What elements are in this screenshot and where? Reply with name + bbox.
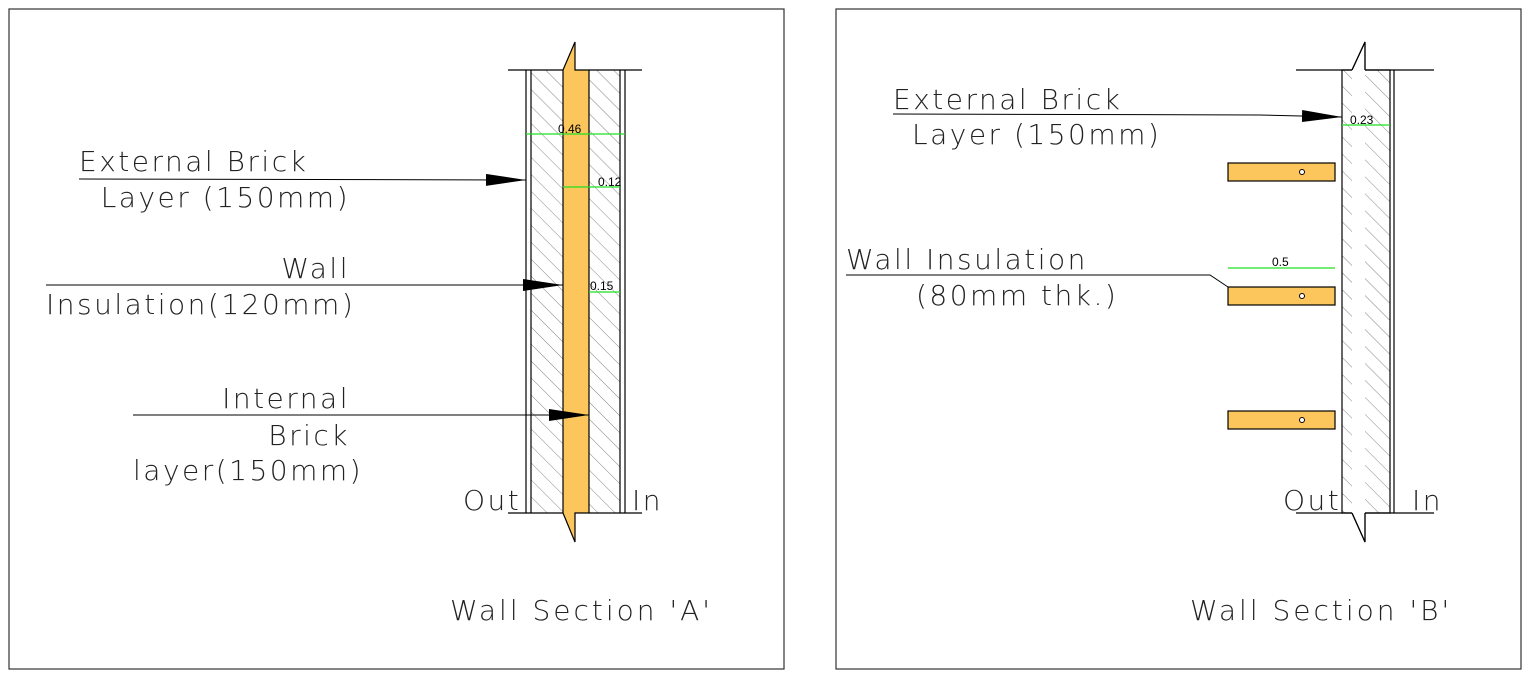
external-brick-layer-b: [1342, 70, 1390, 513]
label-external-brick-a-line1: External Brick: [79, 145, 308, 178]
label-insulation-b-line1: Wall Insulation: [846, 243, 1088, 276]
dimension-insulation-a: 0.12: [598, 175, 622, 189]
label-internal-brick-a-line1: Internal: [222, 382, 350, 415]
dimension-total-a: 0.46: [558, 122, 582, 136]
title-section-b: Wall Section 'B': [1190, 594, 1452, 627]
label-out-b: Out: [1283, 484, 1341, 517]
panel-a-frame: [8, 8, 785, 670]
insulation-layer-a: [562, 41, 590, 543]
label-in-a: In: [632, 484, 663, 517]
insulation-board-middle: [1227, 286, 1336, 306]
label-insulation-a-line2: Insulation(120mm): [46, 288, 355, 321]
panel-section-b: 0.23 0.5 External Brick Layer (150mm) Wa…: [835, 8, 1522, 670]
label-external-brick-b-line2: Layer (150mm): [912, 118, 1161, 151]
label-external-brick-a-line2: Layer (150mm): [101, 181, 350, 214]
dimension-wall-b: 0.23: [1350, 113, 1374, 127]
leader-external-brick-b: [892, 110, 1343, 123]
external-brick-layer-a: [531, 70, 563, 513]
dimension-internal-a: 0.15: [590, 279, 614, 293]
label-out-a: Out: [463, 484, 521, 517]
label-internal-brick-a-line2: Brick: [268, 419, 350, 452]
label-insulation-b-line2: (80mm thk.): [916, 279, 1118, 312]
title-section-a: Wall Section 'A': [450, 594, 713, 627]
leader-external-brick-a: [78, 173, 527, 186]
insulation-board-top: [1227, 162, 1336, 182]
dimension-insulation-b: 0.5: [1272, 255, 1289, 269]
panel-section-a: 0.46 0.12 0.15 External Brick Layer (150…: [8, 8, 785, 670]
label-internal-brick-a-line3: layer(150mm): [133, 454, 363, 487]
label-in-b: In: [1412, 484, 1443, 517]
leader-insulation-b: [846, 274, 1229, 288]
insulation-board-bottom: [1227, 410, 1336, 430]
panel-b-frame: [835, 8, 1522, 670]
label-insulation-a-line1: Wall: [281, 252, 350, 285]
label-external-brick-b-line1: External Brick: [893, 83, 1122, 116]
